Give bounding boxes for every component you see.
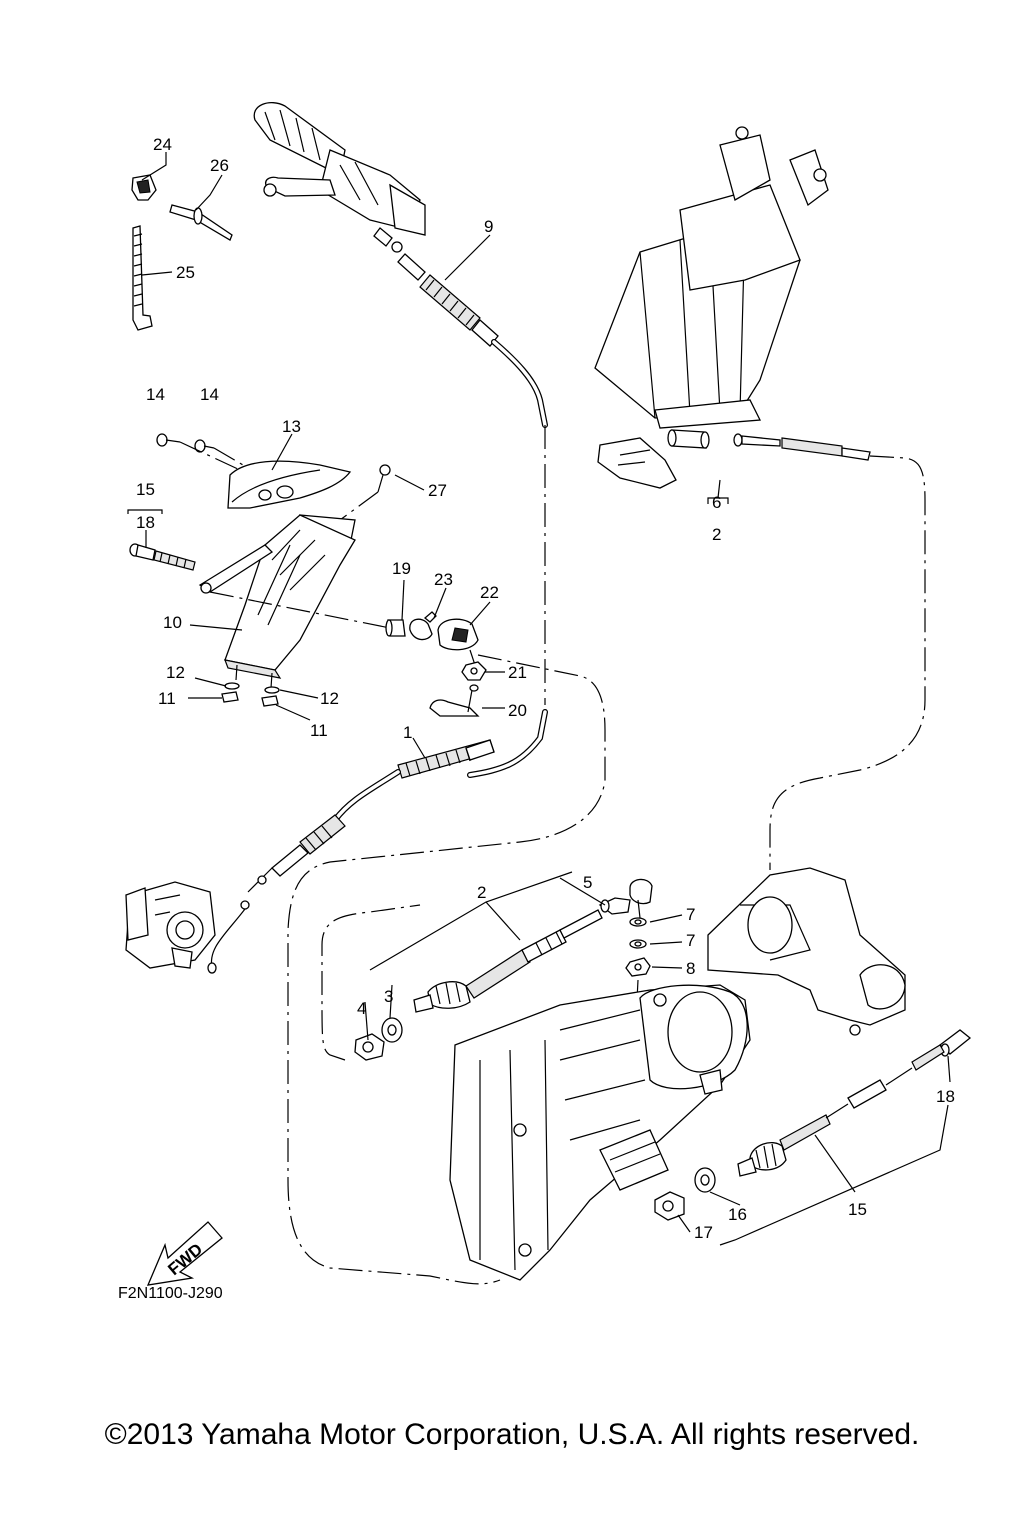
nut-part-4 [354,1033,385,1061]
cable-end-part-18-lower [911,1029,972,1071]
callout-12b: 12 [320,689,339,708]
callout-13: 13 [282,417,301,436]
throttle-body [125,881,216,969]
callout-21: 21 [508,663,527,682]
cable-tie-part-25 [132,225,153,331]
clip-part-23 [409,611,437,641]
nut-part-17 [654,1191,685,1221]
bolt-part-20 [429,684,480,717]
washer-part-7b [629,939,647,949]
forward-direction-arrow: FWD [146,1221,223,1286]
screw-part-14b [194,439,215,453]
washer-part-7a [629,917,647,927]
callout-2-upper: 2 [712,525,721,544]
nut-part-11b [261,695,279,707]
screw-part-14a [156,433,181,447]
callout-17: 17 [694,1223,713,1242]
callout-6: 6 [712,493,721,512]
callout-7a: 7 [686,905,695,924]
callout-16: 16 [728,1205,747,1224]
callout-3: 3 [384,987,393,1006]
callout-23: 23 [434,570,453,589]
callout-27: 27 [428,481,447,500]
callout-7b: 7 [686,931,695,950]
dash-line [321,904,421,1061]
cable-clamp-part-24 [131,174,157,201]
washer-part-12a [224,682,240,690]
ball-joint-part-5 [598,878,653,919]
callout-22: 22 [480,583,499,602]
drawing-code: F2N1100-J290 [118,1285,223,1302]
cable-end-part-18-upper [129,543,196,571]
dash-line [209,591,391,629]
jet-pump-housing [449,984,751,1281]
washer-part-12b [264,686,280,694]
handlebar-grip [253,102,426,236]
nut-part-11a [221,691,239,703]
callout-14a: 14 [146,385,165,404]
leader-lines [127,152,951,1246]
callout-11a: 11 [158,689,176,708]
washer-part-3 [381,1017,403,1043]
holder-part-22 [437,618,479,651]
bracket-part-10 [198,514,356,689]
steering-cable-part-15-lower [737,1067,913,1177]
callout-8: 8 [686,959,695,978]
callout-14b: 14 [200,385,219,404]
cover-part-13 [227,460,352,509]
steering-nozzle-assembly [594,126,829,489]
cable-part-1 [207,709,548,974]
collar-part-19 [385,619,406,637]
rivet-part-26 [169,204,233,241]
callout-15-lower: 15 [848,1200,867,1219]
steering-cable-part-2 [413,909,603,1013]
callout-12a: 12 [166,663,185,682]
callout-24: 24 [153,135,172,154]
callout-4: 4 [357,999,366,1018]
dash-line [339,491,379,521]
nut-part-8 [625,957,651,977]
callout-15-upper: 15 [136,480,155,499]
bushing-part-6 [667,429,710,449]
steering-cable-end-upper [733,433,871,461]
copyright-notice: ©2013 Yamaha Motor Corporation, U.S.A. A… [104,1418,920,1451]
dash-line [769,455,926,870]
callout-2-lower: 2 [477,883,486,902]
dash-line [179,441,241,471]
reverse-gate-nozzle [707,867,906,1036]
callout-25: 25 [176,263,195,282]
callout-20: 20 [508,701,527,720]
callout-9: 9 [484,217,493,236]
callout-5: 5 [583,873,592,892]
callout-26: 26 [210,156,229,175]
callout-labels: 24 26 25 9 14 14 13 27 15 18 10 19 23 22… [136,135,955,1242]
callout-11b: 11 [310,721,328,740]
washer-part-16 [694,1167,716,1193]
screw-part-27 [377,464,391,493]
callout-10: 10 [163,613,182,632]
callout-1: 1 [403,723,412,742]
callout-18-lower: 18 [936,1087,955,1106]
dash-line [287,654,606,1285]
cable-part-9 [373,227,548,428]
callout-18-upper: 18 [136,513,155,532]
nut-part-21 [461,661,487,681]
callout-19: 19 [392,559,411,578]
